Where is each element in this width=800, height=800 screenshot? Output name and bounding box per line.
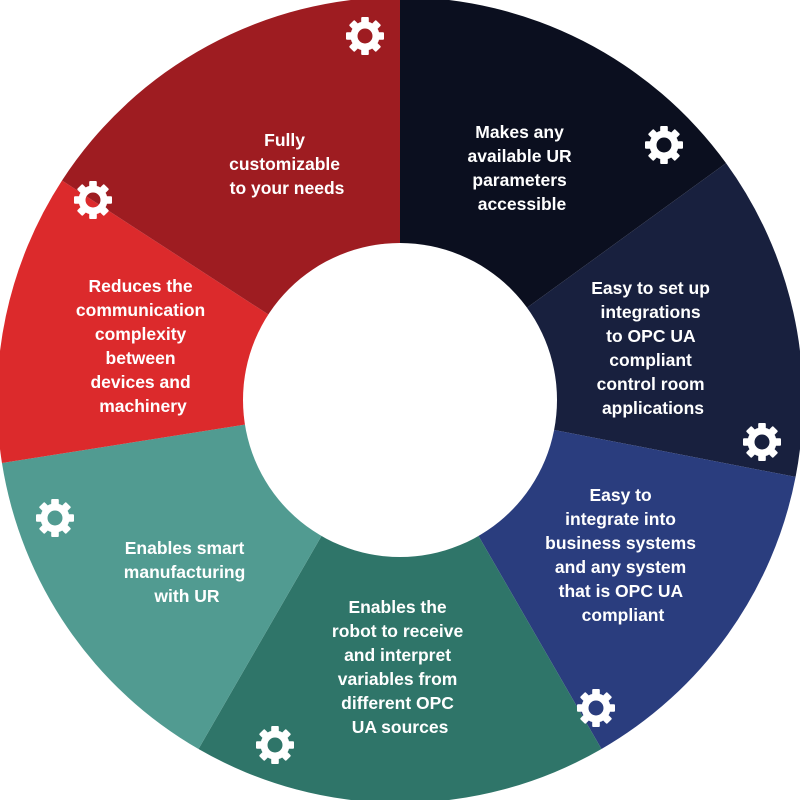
label-line: variables from (338, 669, 458, 689)
label-line: and interpret (344, 645, 451, 665)
label-line: Makes any (475, 122, 564, 142)
label-smart-manufacturing: Enables smart manufacturing with UR (124, 538, 250, 606)
label-line: between (106, 348, 176, 368)
center-hole (243, 243, 557, 557)
label-line: to your needs (230, 178, 345, 198)
label-fully-customizable: Fully customizable to your needs (229, 130, 345, 198)
label-line: Easy to (589, 485, 651, 505)
label-line: applications (602, 398, 704, 418)
label-line: manufacturing (124, 562, 246, 582)
label-line: Fully (264, 130, 305, 150)
label-line: that is OPC UA (559, 581, 684, 601)
label-line: available UR (468, 146, 572, 166)
segment-receive-interpret-variables (198, 400, 602, 800)
label-line: and any system (555, 557, 686, 577)
label-line: Enables smart (125, 538, 245, 558)
label-line: with UR (153, 586, 219, 606)
label-line: compliant (582, 605, 665, 625)
label-line: robot to receive (332, 621, 464, 641)
label-line: to OPC UA (606, 326, 696, 346)
label-line: complexity (95, 324, 187, 344)
label-line: UA sources (352, 717, 449, 737)
label-line: communication (76, 300, 205, 320)
label-makes-parameters-accessible: Makes any available UR parameters access… (468, 122, 577, 214)
label-integrate-business-systems: Easy to integrate into business systems … (545, 485, 701, 625)
label-line: Reduces the (89, 276, 193, 296)
label-line: integrate into (565, 509, 676, 529)
label-line: business systems (545, 533, 696, 553)
label-line: machinery (99, 396, 187, 416)
label-line: control room (597, 374, 705, 394)
label-line: parameters (472, 170, 567, 190)
label-line: compliant (609, 350, 692, 370)
label-line: Enables the (348, 597, 446, 617)
label-line: customizable (229, 154, 340, 174)
label-line: integrations (600, 302, 700, 322)
label-line: different OPC (341, 693, 454, 713)
label-line: devices and (90, 372, 190, 392)
label-reduces-complexity: Reduces the communication complexity bet… (76, 276, 210, 416)
label-line: accessible (478, 194, 567, 214)
label-easy-integrations-opc-ua: Easy to set up integrations to OPC UA co… (591, 278, 715, 418)
label-line: Easy to set up (591, 278, 710, 298)
label-receive-interpret-variables: Enables the robot to receive and interpr… (332, 597, 468, 737)
